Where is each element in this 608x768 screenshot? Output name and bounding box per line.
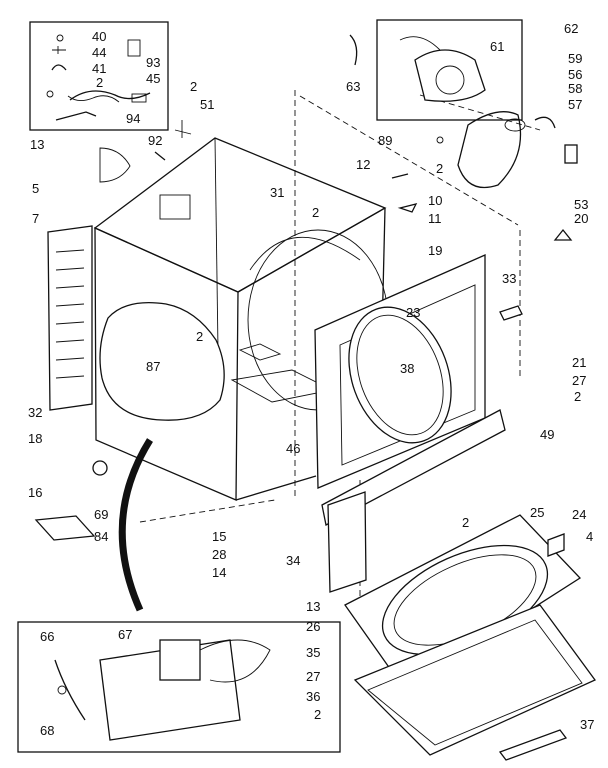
callout-66: 66: [40, 629, 55, 644]
callout-12: 12: [356, 157, 371, 172]
callout-28: 28: [212, 547, 227, 562]
callout-2: 2: [312, 205, 320, 220]
callout-34: 34: [286, 553, 301, 568]
callout-63: 63: [346, 79, 361, 94]
callout-56: 56: [568, 67, 583, 82]
callout-21: 21: [572, 355, 587, 370]
heater-inset: [17, 621, 341, 753]
callout-2: 2: [190, 79, 198, 94]
callout-93: 93: [146, 55, 161, 70]
callout-45: 45: [146, 71, 161, 86]
callout-36: 36: [306, 689, 321, 704]
motor-inset: [349, 19, 523, 121]
callout-84: 84: [94, 529, 109, 544]
callout-57: 57: [568, 97, 583, 112]
callout-44: 44: [92, 45, 107, 60]
callout-20: 20: [574, 211, 589, 226]
callout-13: 13: [306, 599, 321, 614]
hardware-inset: [29, 21, 169, 131]
callout-2: 2: [96, 75, 104, 90]
callout-18: 18: [28, 431, 43, 446]
callout-2: 2: [196, 329, 204, 344]
callout-15: 15: [212, 529, 227, 544]
callout-53: 53: [574, 197, 589, 212]
callout-37: 37: [580, 717, 595, 732]
callout-89: 89: [378, 133, 393, 148]
callout-14: 14: [212, 565, 227, 580]
callout-19: 19: [428, 243, 443, 258]
callout-35: 35: [306, 645, 321, 660]
callout-2: 2: [574, 389, 582, 404]
callout-27: 27: [306, 669, 321, 684]
callout-68: 68: [40, 723, 55, 738]
callout-62: 62: [564, 21, 579, 36]
callout-41: 41: [92, 61, 107, 76]
small-parts: [34, 120, 573, 557]
callout-13: 13: [30, 137, 45, 152]
callout-32: 32: [28, 405, 43, 420]
cabinet: [47, 137, 389, 612]
callout-24: 24: [572, 507, 587, 522]
callout-31: 31: [270, 185, 285, 200]
callout-67: 67: [118, 627, 133, 642]
callout-11: 11: [428, 211, 442, 226]
callout-23: 23: [406, 305, 421, 320]
callout-7: 7: [32, 211, 40, 226]
callout-61: 61: [490, 39, 505, 54]
door-assembly: [344, 514, 596, 761]
callout-58: 58: [568, 81, 583, 96]
callout-2: 2: [314, 707, 322, 722]
callout-59: 59: [568, 51, 583, 66]
callout-4: 4: [586, 529, 594, 544]
callout-38: 38: [400, 361, 415, 376]
callout-69: 69: [94, 507, 109, 522]
callout-25: 25: [530, 505, 545, 520]
callout-87: 87: [146, 359, 161, 374]
callout-16: 16: [28, 485, 43, 500]
front-panel: [314, 254, 506, 593]
drive-belt: [457, 111, 578, 189]
callout-2: 2: [462, 515, 470, 530]
callout-33: 33: [502, 271, 517, 286]
callout-94: 94: [126, 111, 141, 126]
callout-46: 46: [286, 441, 301, 456]
callout-2: 2: [436, 161, 444, 176]
callout-26: 26: [306, 619, 321, 634]
callout-5: 5: [32, 181, 40, 196]
callout-27: 27: [572, 373, 587, 388]
callout-49: 49: [540, 427, 555, 442]
callout-51: 51: [200, 97, 215, 112]
callout-92: 92: [148, 133, 163, 148]
callout-40: 40: [92, 29, 107, 44]
callout-10: 10: [428, 193, 443, 208]
